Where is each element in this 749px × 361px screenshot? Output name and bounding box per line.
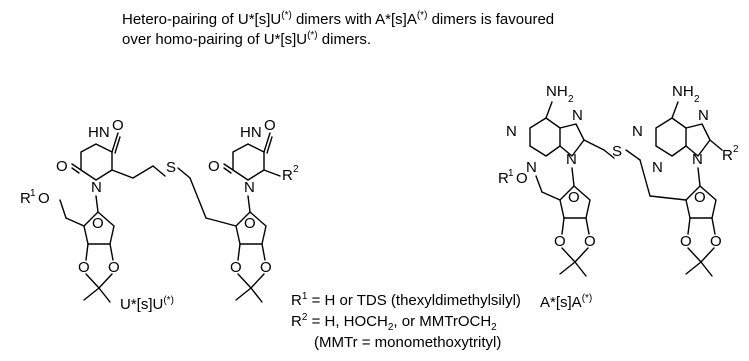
svg-text:O: O [584,233,596,250]
svg-text:N: N [572,107,583,124]
svg-text:O: O [516,170,528,187]
thioether-s: S [166,159,176,176]
uu-dimer: HN O O N O R 1 O O O S HN O O N [20,117,299,303]
ribose-ring-o: O [92,215,104,232]
svg-text:N: N [506,123,517,140]
r2-definition: R2 = H, HOCH2, or MMTrOCH2 [291,312,497,333]
svg-text:O: O [208,158,220,175]
svg-text:N: N [632,123,643,140]
acetonide-o: O [78,259,90,276]
svg-text:O: O [264,117,276,134]
svg-text:N: N [692,151,703,168]
mmtr-definition: (MMTr = monomethoxytrityl) [314,334,502,351]
svg-text:O: O [244,215,256,232]
caption-line-1: Hetero-pairing of U*[s]U(*) dimers with … [122,10,555,29]
svg-text:O: O [554,233,566,250]
svg-text:O: O [568,189,580,206]
svg-text:O: O [230,259,242,276]
aa-dimer: NH 2 N N N N O R 1 O O O S NH 2 [498,83,739,277]
svg-text:R: R [498,170,509,187]
svg-text:N: N [652,159,663,176]
svg-text:2: 2 [293,164,299,175]
svg-text:N: N [526,159,537,176]
svg-text:HN: HN [240,124,262,141]
svg-text:O: O [694,189,706,206]
svg-text:2: 2 [568,94,574,105]
svg-text:2: 2 [694,94,700,105]
svg-text:N: N [698,107,709,124]
r1-definition: R1 = H or TDS (thexyldimethylsilyl) [291,291,521,310]
uu-dimer-label: U*[s]U(*) [120,295,174,314]
svg-text:O: O [260,259,272,276]
acetonide-o: O [108,259,120,276]
svg-text:O: O [38,190,50,207]
aa-dimer-label: A*[s]A(*) [540,293,593,312]
svg-text:S: S [612,143,622,160]
uracil-carbonyl-o: O [112,117,124,134]
svg-text:2: 2 [733,144,739,155]
svg-text:NH: NH [672,83,694,100]
amine-label: NH [546,83,568,100]
r1o-label: R [20,190,31,207]
uracil-nh-label: HN [88,124,110,141]
caption: Hetero-pairing of U*[s]U(*) dimers with … [122,10,682,50]
r2-label: R [282,167,293,184]
uracil-n1-label: N [91,179,102,196]
svg-text:R: R [722,147,733,164]
svg-text:O: O [680,233,692,250]
svg-text:N: N [244,179,255,196]
adenine-n9-label: N [566,151,577,168]
svg-text:1: 1 [508,168,514,179]
svg-text:1: 1 [30,188,36,199]
svg-text:O: O [710,233,722,250]
caption-line-2: over homo-pairing of U*[s]U(*) dimers. [122,30,371,49]
uracil-carbonyl-o: O [56,158,68,175]
